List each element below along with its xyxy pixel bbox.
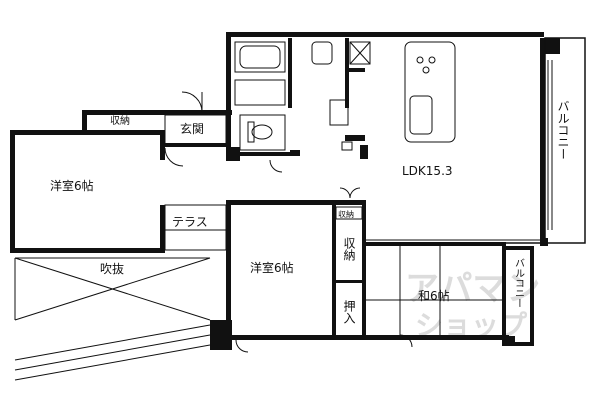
western-room-center-label: 洋室6帖	[250, 260, 294, 275]
western-room-left-label: 洋室6帖	[50, 178, 94, 193]
terrace-label: テラス	[172, 215, 208, 229]
watermark-line1: アパマン	[405, 269, 540, 309]
balcony-lower-label: バルコニー	[513, 258, 525, 308]
void-label: 吹抜	[100, 262, 124, 276]
thin-lines	[11, 37, 586, 381]
storage-top-label: 収納	[110, 114, 130, 127]
ldk-label: LDK15.3	[402, 164, 453, 178]
labels: LDK15.3 洋室6帖 洋室6帖 和6帖 玄関 収納 収納 テラス 吹抜	[50, 114, 453, 303]
watermark: アパマン ショップ	[405, 269, 540, 342]
balcony-right-label: バルコニー	[556, 100, 570, 160]
closet-label: 押入	[342, 300, 356, 324]
vertical-labels: バルコニー バルコニー 収納 押入	[342, 100, 570, 324]
storage-small-label: 収納	[338, 209, 354, 219]
entrance-label: 玄関	[180, 121, 204, 136]
storage-center-label: 収納	[342, 237, 356, 261]
japanese-room-label: 和6帖	[418, 288, 450, 303]
